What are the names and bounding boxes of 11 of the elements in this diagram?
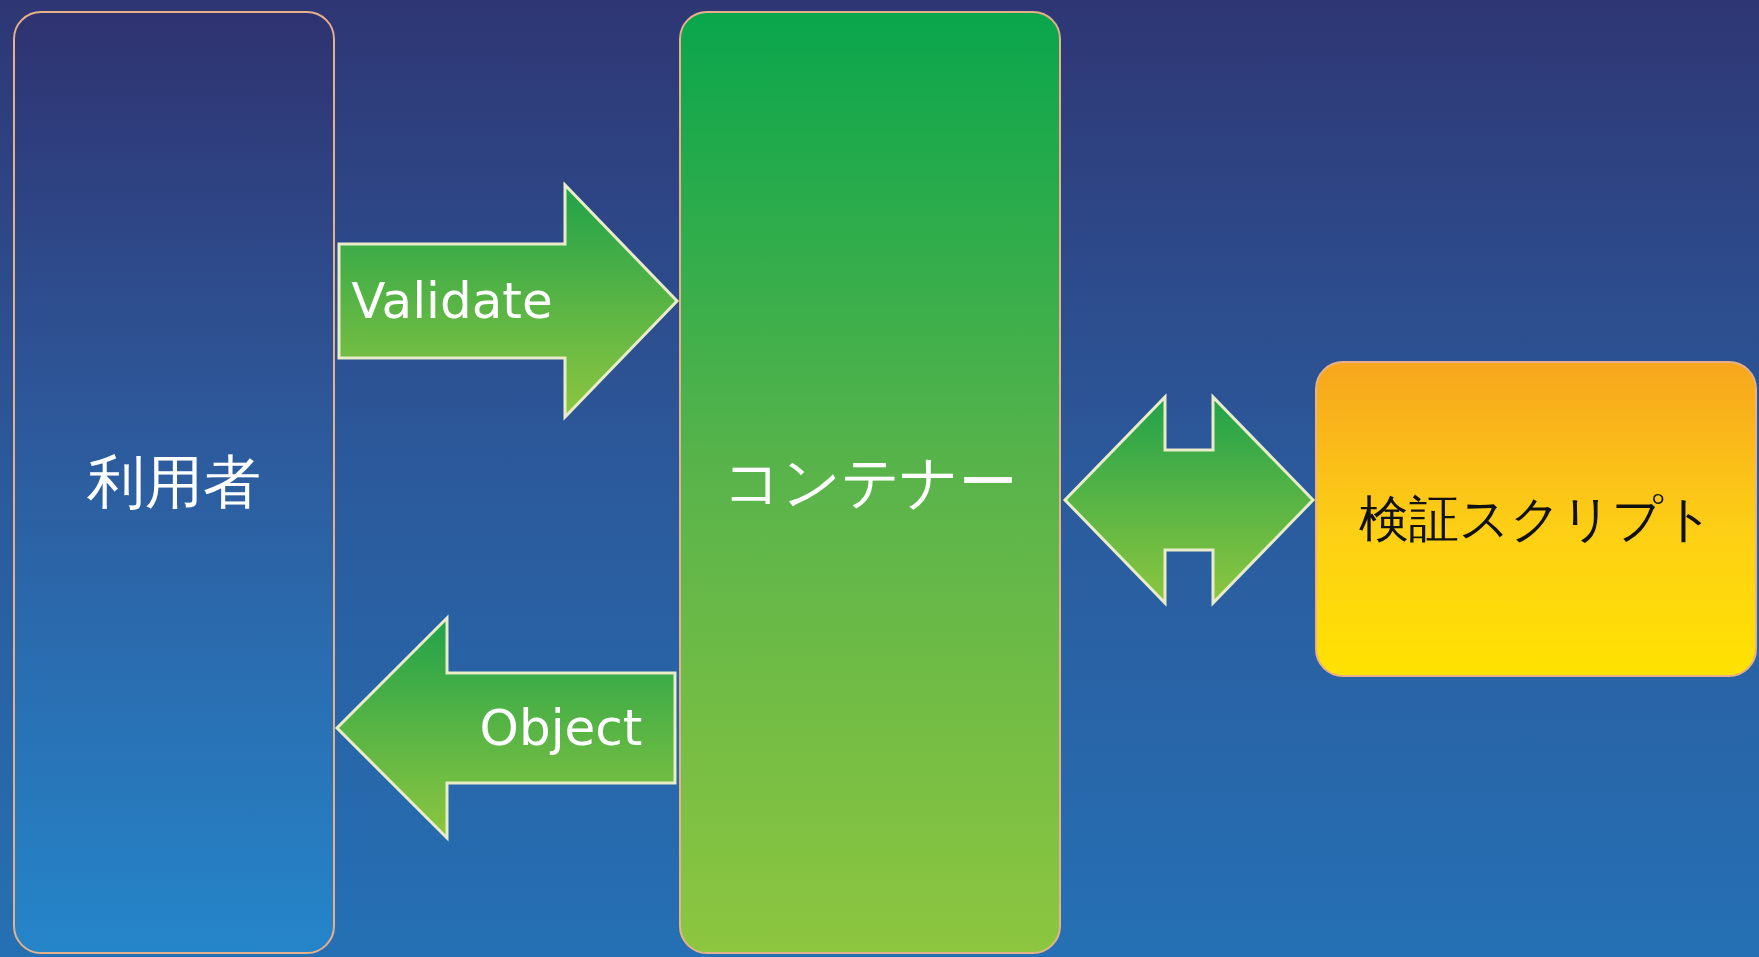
script-box <box>1315 361 1757 677</box>
node-label: コンテナー <box>723 446 1017 518</box>
user-box <box>13 11 335 954</box>
node-label: 検証スクリプト <box>1358 488 1714 550</box>
container-box <box>679 11 1061 954</box>
block-arrow <box>334 614 677 842</box>
node-label: 利用者 <box>87 446 261 518</box>
edge-label: Object <box>479 699 643 757</box>
edge-label: Validate <box>351 272 553 330</box>
block-arrow <box>1062 393 1316 607</box>
block-arrow <box>337 181 680 421</box>
